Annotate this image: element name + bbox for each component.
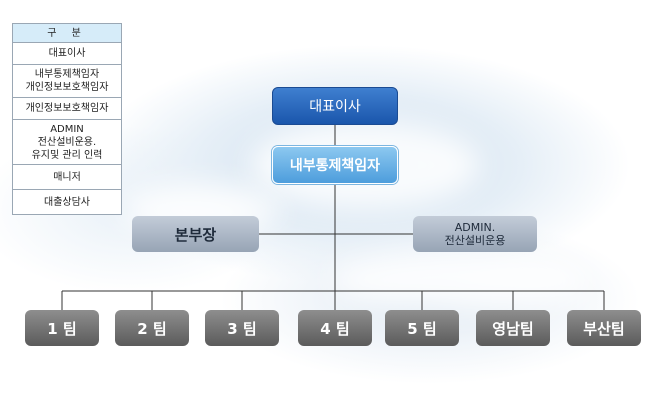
team-box-4: 4 팀 — [298, 310, 372, 346]
admin-box: ADMIN. 전산설비운용 — [413, 216, 537, 252]
legend-row: 매니저 — [13, 164, 121, 189]
legend-row-text: 전산설비운용. — [37, 136, 97, 148]
team-box-2: 2 팀 — [115, 310, 189, 346]
team-box-3: 3 팀 — [205, 310, 279, 346]
legend-row: 개인정보보호책임자 — [13, 97, 121, 119]
team-box-5: 5 팀 — [385, 310, 459, 346]
legend-row-text: 유지및 관리 인력 — [31, 149, 103, 161]
ceo-box: 대표이사 — [272, 87, 398, 125]
legend-table: 구 분 대표이사 내부통제책임자 개인정보보호책임자 개인정보보호책임자 ADM… — [12, 23, 122, 215]
admin-box-line1: ADMIN. — [454, 221, 496, 234]
legend-row: 대출상담사 — [13, 189, 121, 214]
legend-row-text: 내부통제책임자 — [34, 69, 100, 80]
team-box-busan: 부산팀 — [567, 310, 641, 346]
legend-row-text: 매니저 — [53, 171, 81, 183]
legend-row-text: 대출상담사 — [44, 196, 90, 208]
legend-header: 구 분 — [13, 24, 121, 42]
head-of-division-box: 본부장 — [132, 216, 259, 252]
legend-row-text: 개인정보보호책임자 — [25, 103, 109, 114]
legend-row: ADMIN 전산설비운용. 유지및 관리 인력 — [13, 119, 121, 164]
team-box-1: 1 팀 — [25, 310, 99, 346]
legend-row-text: 개인정보보호책임자 — [25, 82, 109, 93]
legend-row-text: 대표이사 — [48, 48, 86, 59]
legend-row: 내부통제책임자 개인정보보호책임자 — [13, 64, 121, 97]
internal-control-box: 내부통제책임자 — [272, 146, 398, 184]
admin-box-line2: 전산설비운용 — [444, 234, 506, 247]
cloud — [330, 250, 590, 310]
team-box-yeongnam: 영남팀 — [476, 310, 550, 346]
legend-row: 대표이사 — [13, 42, 121, 64]
legend-row-text: ADMIN — [50, 123, 84, 135]
